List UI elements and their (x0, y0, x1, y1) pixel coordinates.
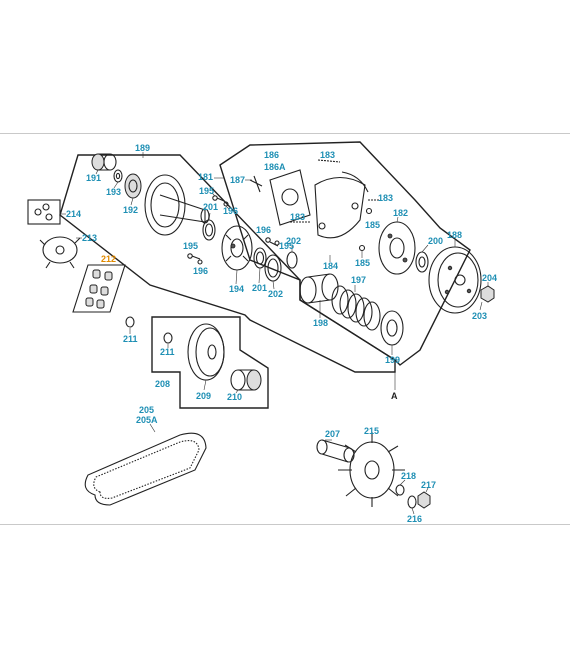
label-201-mid: 201 (252, 283, 267, 293)
part-201-ring-mid (253, 247, 267, 269)
label-186: 186 (264, 150, 279, 160)
part-192-bearing (124, 173, 142, 199)
label-196-left: 196 (193, 266, 208, 276)
part-202-seal-b (286, 251, 298, 269)
part-214-bushings (27, 199, 61, 225)
part-197-spring (331, 285, 381, 331)
part-187-spring (249, 175, 263, 193)
label-189: 189 (135, 143, 150, 153)
label-183-right: 183 (378, 193, 393, 203)
label-210: 210 (227, 392, 242, 402)
part-210-sleeve (230, 369, 262, 391)
label-187: 187 (230, 175, 245, 185)
part-191-sleeve (91, 153, 117, 171)
label-199: 199 (385, 355, 400, 365)
label-203: 203 (472, 311, 487, 321)
driven-pulley-group-outline (151, 316, 269, 409)
label-197: 197 (351, 275, 366, 285)
label-183-top: 183 (320, 150, 335, 160)
label-201-top: 201 (203, 202, 218, 212)
part-drive-face (144, 174, 210, 236)
label-192: 192 (123, 205, 138, 215)
part-213-ramp-plate (39, 236, 81, 269)
label-216: 216 (407, 514, 422, 524)
label-182: 182 (393, 208, 408, 218)
part-216-washer (407, 495, 417, 509)
label-198: 198 (313, 318, 328, 328)
label-183-left: 183 (290, 212, 305, 222)
part-182-clutch-plate (378, 221, 416, 275)
leader-lines (60, 152, 489, 515)
label-213: 213 (82, 233, 97, 243)
part-211-clip-group (163, 332, 173, 344)
part-204-nut (480, 285, 495, 303)
part-207-shaft (316, 439, 355, 463)
label-218: 218 (401, 471, 416, 481)
part-198-sleeve (299, 273, 339, 304)
drive-pulley-group-outline (59, 154, 396, 373)
label-208: 208 (155, 379, 170, 389)
label-217: 217 (421, 480, 436, 490)
part-217-nut (417, 491, 431, 509)
label-188: 188 (447, 230, 462, 240)
label-195-top: 195 (199, 186, 214, 196)
label-185-top: 185 (365, 220, 380, 230)
label-185-bottom: 185 (355, 258, 370, 268)
label-191: 191 (86, 173, 101, 183)
part-199-seat (380, 310, 404, 346)
label-215: 215 (364, 426, 379, 436)
label-195-right: 195 (279, 241, 294, 251)
label-181: 181 (198, 172, 213, 182)
part-202-seal-a (264, 254, 282, 282)
label-A: A (391, 391, 398, 401)
label-194: 194 (229, 284, 244, 294)
part-218-washer (395, 484, 405, 496)
label-207: 207 (325, 429, 340, 439)
part-209-driven-pulley (187, 323, 225, 381)
part-193-washer (113, 169, 123, 183)
diagram-frame (0, 133, 570, 525)
label-212: 212 (101, 254, 116, 264)
part-188-clutch-bell (428, 246, 482, 314)
part-184-clutch-shoes (314, 171, 369, 239)
label-209: 209 (196, 391, 211, 401)
part-186-plate (269, 169, 311, 226)
label-196-top: 196 (223, 206, 238, 216)
label-214: 214 (66, 209, 81, 219)
label-193: 193 (106, 187, 121, 197)
label-205A: 205A (136, 415, 158, 425)
label-202-top: 202 (286, 236, 301, 246)
label-200: 200 (428, 236, 443, 246)
clutch-group-outline (219, 141, 471, 366)
label-184: 184 (323, 261, 338, 271)
label-195-left: 195 (183, 241, 198, 251)
label-211-group: 211 (160, 347, 175, 357)
part-200-bearing (415, 251, 429, 273)
label-211-left: 211 (123, 334, 138, 344)
part-194-movable-face (221, 225, 253, 271)
label-204: 204 (482, 273, 497, 283)
part-195-196-screws-right (265, 237, 280, 247)
part-211-clip-left (125, 316, 135, 328)
label-202-bottom: 202 (268, 289, 283, 299)
part-212-rollers (72, 264, 126, 313)
part-215-fan (338, 432, 405, 507)
part-201-ring-top (202, 219, 216, 241)
part-labels: 189 191 193 192 201 196 195 181 187 186 … (66, 143, 497, 524)
part-195-196-screws-left (187, 253, 203, 265)
label-196-right: 196 (256, 225, 271, 235)
part-183-springs (290, 159, 380, 223)
label-205: 205 (139, 405, 154, 415)
part-205-belt (84, 432, 207, 506)
label-186A: 186A (264, 162, 286, 172)
